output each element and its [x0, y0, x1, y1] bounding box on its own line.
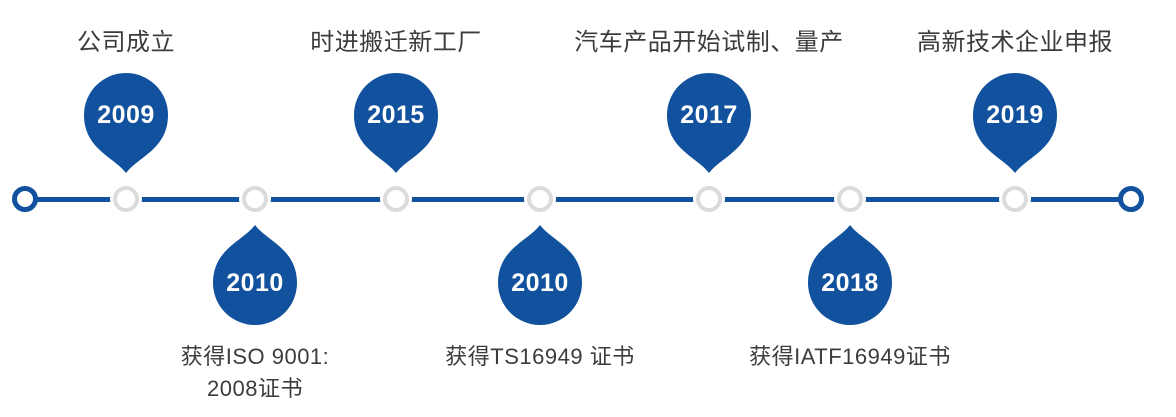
timeline-node: [113, 186, 139, 212]
timeline-node: [837, 186, 863, 212]
timeline-end-node: [1118, 186, 1144, 212]
milestone-label: 高新技术企业申报: [917, 28, 1113, 58]
milestone-year: 2009: [97, 100, 155, 129]
timeline-start-node: [12, 186, 38, 212]
milestone-balloon: [205, 225, 305, 325]
milestone-label-line: 获得IATF16949证书: [749, 344, 951, 369]
milestone-label-line: 获得ISO 9001:: [180, 344, 330, 369]
timeline-axis-line: [25, 197, 1131, 202]
timeline-node: [242, 186, 268, 212]
milestone-year: 2017: [680, 100, 738, 129]
milestone-label: 公司成立: [77, 28, 175, 58]
milestone-label: 获得ISO 9001: 2008证书: [181, 341, 330, 405]
milestone-label-line: 高新技术企业申报: [917, 29, 1113, 56]
milestone-balloon: [76, 73, 176, 173]
milestone-balloon: [659, 73, 759, 173]
milestone-year: 2010: [511, 268, 569, 297]
milestone-label: 汽车产品开始试制、量产: [574, 28, 844, 58]
milestone-label-line: 时进搬迁新工厂: [310, 29, 482, 56]
milestone-year: 2019: [986, 100, 1044, 129]
timeline-node: [1002, 186, 1028, 212]
milestone-label: 时进搬迁新工厂: [310, 28, 482, 58]
milestone-balloon: [490, 225, 590, 325]
milestone-label-line: 获得TS16949 证书: [445, 344, 635, 369]
milestone-balloon: [800, 225, 900, 325]
timeline-node: [527, 186, 553, 212]
timeline-node: [383, 186, 409, 212]
milestone-balloon: [965, 73, 1065, 173]
milestone-label: 获得TS16949 证书: [445, 341, 634, 373]
milestone-year: 2010: [226, 268, 284, 297]
timeline-node: [696, 186, 722, 212]
milestone-label-line: 汽车产品开始试制、量产: [574, 29, 844, 56]
milestone-label: 获得IATF16949证书: [749, 341, 951, 373]
milestone-year: 2015: [367, 100, 425, 129]
milestone-label-line: 2008证书: [207, 376, 303, 401]
milestone-label-line: 公司成立: [77, 29, 175, 56]
milestone-year: 2018: [821, 268, 879, 297]
milestone-balloon: [346, 73, 446, 173]
